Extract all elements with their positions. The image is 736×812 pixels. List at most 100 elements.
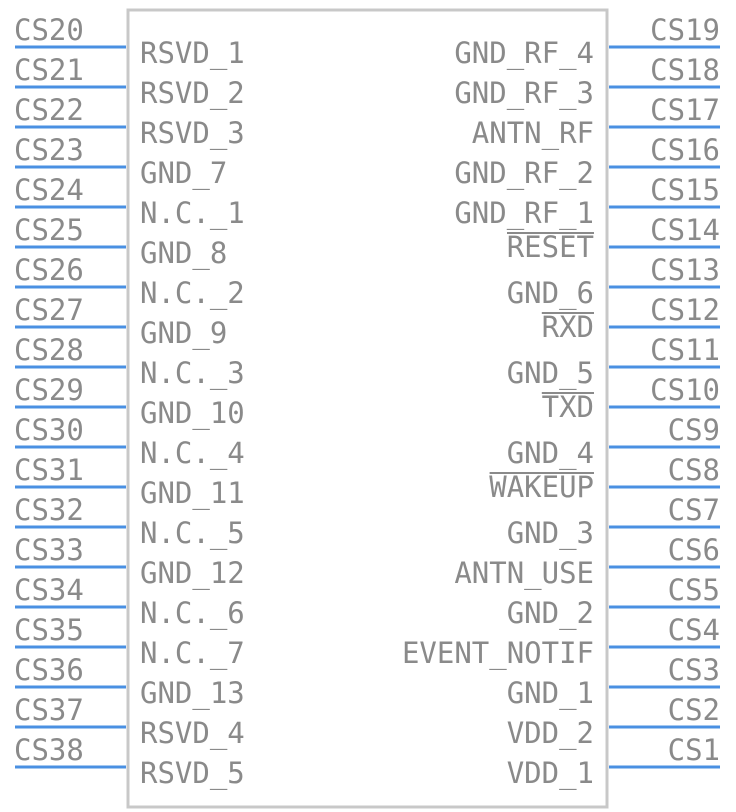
pin-number: CS17 — [650, 93, 720, 127]
pin-name: N.C._6 — [140, 596, 245, 631]
pin-name: GND_1 — [507, 676, 594, 711]
pin-name: RSVD_3 — [140, 116, 245, 151]
pin-name: RESET — [507, 230, 594, 264]
pin-number: CS19 — [650, 13, 720, 47]
pin-name: RSVD_4 — [140, 716, 245, 751]
pin-name: GND_RF_3 — [454, 76, 594, 111]
pin-name: N.C._4 — [140, 436, 245, 471]
pin-number: CS33 — [14, 533, 84, 567]
pin-name: N.C._2 — [140, 276, 245, 311]
pin-number: CS21 — [14, 53, 84, 87]
pin-name: GND_2 — [507, 596, 594, 631]
pin-number: CS37 — [14, 693, 84, 727]
pin-name: ANTN_USE — [454, 556, 594, 591]
pin-number: CS11 — [650, 333, 720, 367]
pin-number: CS5 — [668, 573, 720, 607]
pin-name: GND_9 — [140, 316, 227, 351]
pin-number: CS35 — [14, 613, 84, 647]
pin-name: GND_10 — [140, 396, 245, 431]
left-pin-group: CS20RSVD_1CS21RSVD_2CS22RSVD_3CS23GND_7C… — [14, 13, 245, 791]
pin-number: CS27 — [14, 293, 84, 327]
pin-number: CS12 — [650, 293, 720, 327]
pin-name: GND_5 — [507, 356, 594, 391]
pin-name: GND_12 — [140, 556, 245, 591]
pin-number: CS28 — [14, 333, 84, 367]
pin-name: WAKEUP — [489, 470, 594, 504]
pin-name: GND_13 — [140, 676, 245, 711]
pin-name: GND_8 — [140, 236, 227, 271]
pin-number: CS23 — [14, 133, 84, 167]
pin-number: CS20 — [14, 13, 84, 47]
pin-name: GND_7 — [140, 156, 227, 191]
pin-name: GND_RF_2 — [454, 156, 594, 191]
pin-number: CS24 — [14, 173, 84, 207]
pin-number: CS16 — [650, 133, 720, 167]
pin-name: GND_11 — [140, 476, 245, 511]
pin-number: CS29 — [14, 373, 84, 407]
pin-name: RXD — [542, 310, 594, 344]
pin-number: CS2 — [668, 693, 720, 727]
pin-number: CS8 — [668, 453, 720, 487]
pin-number: CS10 — [650, 373, 720, 407]
component-body — [126, 8, 609, 809]
pin-name: GND_6 — [507, 276, 594, 311]
pin-number: CS25 — [14, 213, 84, 247]
pin-number: CS9 — [668, 413, 720, 447]
pin-name: N.C._3 — [140, 356, 245, 391]
pin-name: RSVD_1 — [140, 36, 245, 71]
pin-name: ANTN_RF — [472, 116, 594, 151]
pin-number: CS7 — [668, 493, 720, 527]
pin-name: EVENT_NOTIF — [402, 636, 594, 671]
pin-number: CS4 — [668, 613, 720, 647]
pin-name: N.C._7 — [140, 636, 245, 671]
pin-name: GND_4 — [507, 436, 594, 471]
pin-number: CS36 — [14, 653, 84, 687]
pin-number: CS22 — [14, 93, 84, 127]
pin-name: N.C._1 — [140, 196, 245, 231]
pin-name: GND_3 — [507, 516, 594, 551]
pin-number: CS1 — [668, 733, 720, 767]
pin-name: VDD_2 — [507, 716, 594, 751]
pin-name: N.C._5 — [140, 516, 245, 551]
pin-name: TXD — [542, 390, 594, 424]
pin-name: RSVD_2 — [140, 76, 245, 111]
pin-number: CS18 — [650, 53, 720, 87]
pin-name: RSVD_5 — [140, 756, 245, 791]
pin-number: CS6 — [668, 533, 720, 567]
pin-number: CS38 — [14, 733, 84, 767]
pin-number: CS34 — [14, 573, 84, 607]
pin-number: CS3 — [668, 653, 720, 687]
